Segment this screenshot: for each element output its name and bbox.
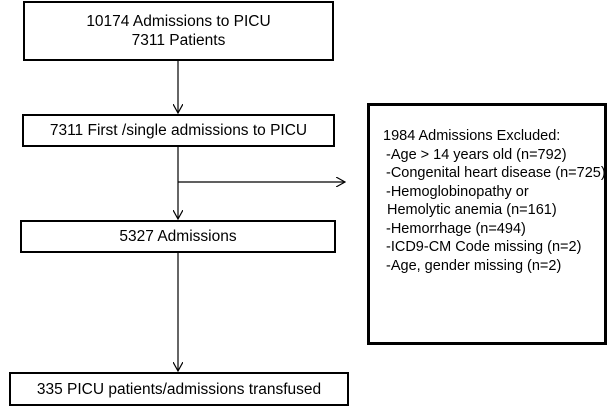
exclusion-item: -Hemoglobinopathy or — [386, 183, 529, 200]
step4-box: 335 PICU patients/admissions transfused — [9, 372, 349, 406]
exclusion-item: -Hemorrhage (n=494) — [386, 220, 526, 237]
exclusion-item: -Age, gender missing (n=2) — [386, 257, 562, 274]
exclusion-item: -ICD9-CM Code missing (n=2) — [386, 239, 582, 255]
step1-box: 10174 Admissions to PICU 7311 Patients — [23, 1, 334, 61]
step3-box: 5327 Admissions — [20, 220, 336, 253]
exclusion-title: 1984 Admissions Excluded: — [383, 128, 561, 144]
step2-box: 7311 First /single admissions to PICU — [22, 114, 335, 147]
exclusion-item: -Age > 14 years old (n=792) — [386, 146, 567, 163]
step4-label: 335 PICU patients/admissions transfused — [36, 380, 322, 398]
exclusion-item: -Congenital heart disease (n=725) — [386, 165, 606, 181]
step1-patients: 7311 Patients — [131, 32, 226, 49]
exclusion-item: Hemolytic anemia (n=161) — [387, 202, 557, 218]
step2-label: 7311 First /single admissions to PICU — [49, 122, 308, 139]
step3-label: 5327 Admissions — [119, 228, 237, 245]
step1-admissions: 10174 Admissions to PICU — [86, 13, 271, 30]
exclusion-box: 1984 Admissions Excluded: -Age > 14 year… — [367, 103, 607, 345]
